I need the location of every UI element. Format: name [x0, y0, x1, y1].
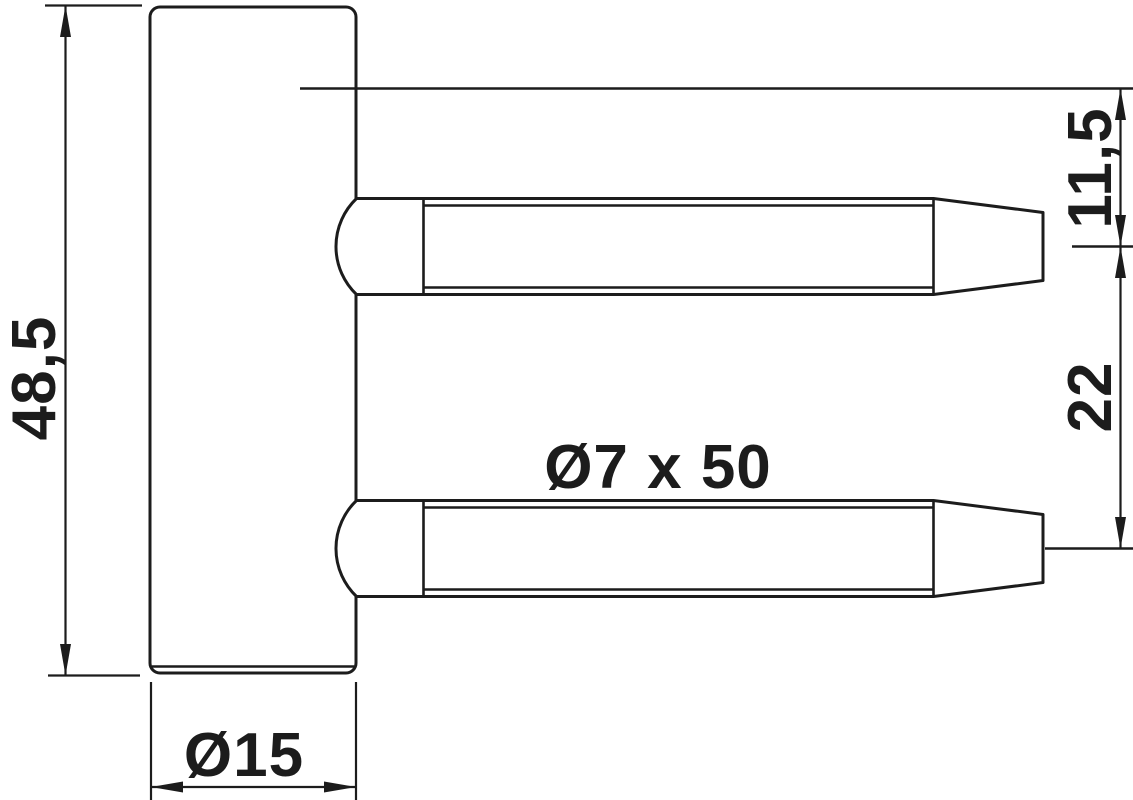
dimension-label-body-height: 48,5	[0, 316, 69, 441]
arrowhead-down-pin-top-center	[1115, 215, 1126, 247]
dimension-label-frame-offset: 11,5	[1056, 107, 1125, 228]
hinge-body-outline	[148, 5, 358, 675]
arrowhead-up	[60, 5, 71, 37]
hinge-body	[148, 5, 358, 675]
dimension-body-height: 48,5	[0, 4, 142, 677]
pin-spec-label: Ø7 x 50	[544, 433, 772, 502]
arrowhead-left	[151, 781, 183, 793]
pin-bottom-outline	[334, 499, 1045, 598]
dimension-label-pin-spacing: 22	[1056, 362, 1125, 433]
pin-bottom	[334, 499, 1045, 598]
dimension-body-diameter: Ø15	[149, 682, 358, 800]
arrowhead-up-pin-top-center	[1115, 246, 1126, 278]
pin-top-outline	[334, 197, 1045, 296]
arrowhead-right	[324, 781, 356, 793]
dimension-pin-offsets: 11,5 22	[1056, 88, 1126, 549]
arrowhead-down-pin-bottom-center	[1115, 517, 1126, 549]
arrowhead-down	[60, 644, 71, 676]
arrowhead-up-frame-edge	[1115, 88, 1126, 120]
dimension-label-body-diameter: Ø15	[184, 721, 304, 790]
pin-top	[334, 197, 1045, 296]
